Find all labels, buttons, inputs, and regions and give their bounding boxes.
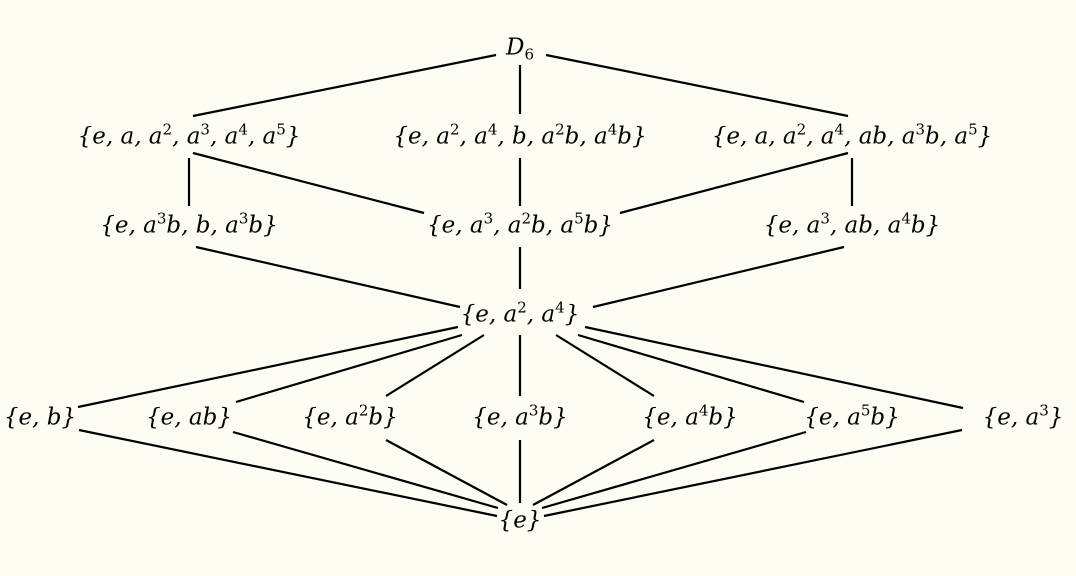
node-order2-a3b: {e, a3b} <box>472 401 568 431</box>
node-cyclic-6: {e, a, a2, a3, a4, a5} <box>77 120 301 150</box>
node-dihedral-3-b: {e, a, a2, a4, ab, a3b, a5} <box>711 120 993 150</box>
edge-a3-e <box>543 428 963 518</box>
edge-a2b-e <box>385 439 508 506</box>
node-trivial: {e} <box>498 507 542 534</box>
node-klein-1: {e, a3b, b, a3b} <box>100 209 278 239</box>
node-order2-a5b: {e, a5b} <box>804 401 900 431</box>
edge-C3-b <box>77 325 459 409</box>
edge-V1-C3 <box>195 245 461 309</box>
edge-C3-a2b <box>385 334 485 397</box>
node-cyclic-3: {e, a2, a4} <box>460 298 580 328</box>
node-klein-3: {e, a3, ab, a4b} <box>763 209 941 239</box>
edge-D6-C6 <box>192 53 497 118</box>
edge-C3-a3 <box>584 325 964 410</box>
edge-C3-ab <box>235 333 463 404</box>
node-dihedral-3-a: {e, a2, a4, b, a2b, a4b} <box>393 120 647 150</box>
edge-C3-a4b <box>555 334 655 397</box>
node-klein-2: {e, a3, a2b, a5b} <box>427 209 613 239</box>
edge-C6-V2 <box>192 151 425 215</box>
lattice-edges <box>77 53 964 518</box>
edge-D6-D3b <box>545 53 849 118</box>
node-order2-b: {e, b} <box>3 404 77 431</box>
edge-b-e <box>78 428 498 518</box>
edge-V3-C3 <box>592 245 845 309</box>
edge-D3b-V2 <box>619 151 849 215</box>
node-order2-a3: {e, a3} <box>982 401 1064 431</box>
node-order2-a4b: {e, a4b} <box>642 401 738 431</box>
node-order2-a2b: {e, a2b} <box>302 401 398 431</box>
node-order2-ab: {e, ab} <box>146 404 232 431</box>
edge-C3-a5b <box>577 333 805 404</box>
edge-a4b-e <box>532 439 655 506</box>
edge-a5b-e <box>541 430 807 510</box>
node-d6: D6 <box>506 34 534 64</box>
edge-ab-e <box>232 430 499 510</box>
